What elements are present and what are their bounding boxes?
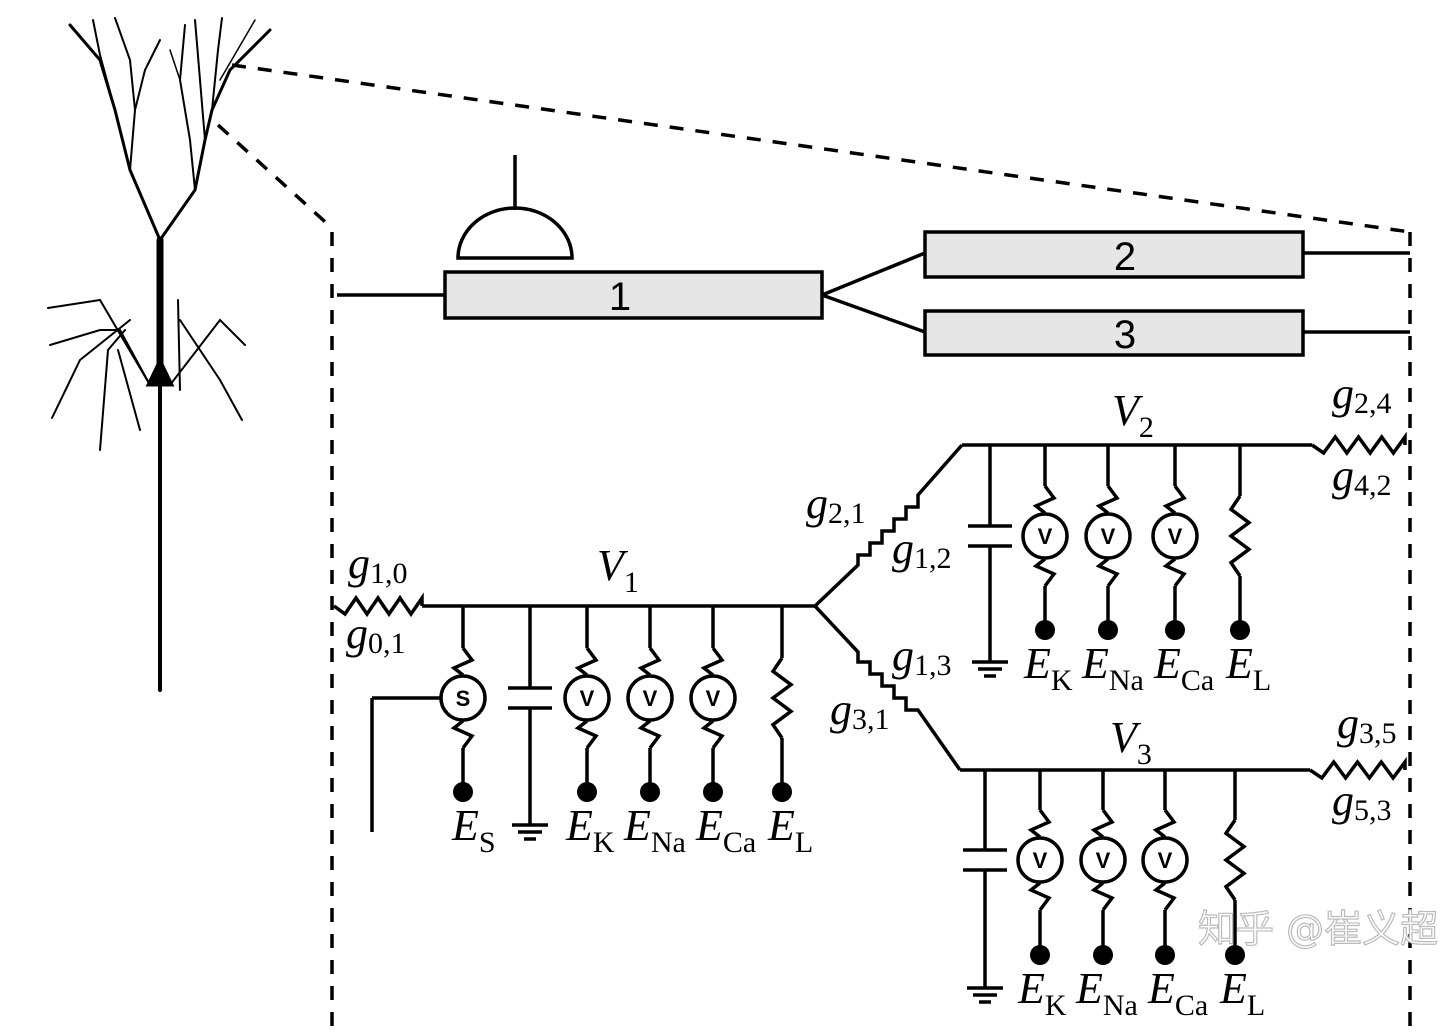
coupling-resistor-icon [813, 604, 962, 772]
variable-resistor-icon [637, 646, 662, 677]
eca-label-3: ECa [1147, 964, 1208, 1022]
variable-resistor-icon [700, 646, 725, 677]
terminal-dot [1230, 620, 1250, 640]
g01-label: g0,1 [346, 609, 406, 660]
compartment-2 [923, 230, 1305, 279]
g21-label: g2,1 [806, 479, 866, 530]
terminal-dot [1098, 620, 1118, 640]
voltage-gated-k-channel-symbol: V [580, 686, 595, 711]
zoom-indicator [216, 63, 1412, 1035]
voltage-gated-ca-channel-symbol: V [1168, 524, 1183, 549]
variable-resistor-icon [1095, 557, 1120, 588]
g31-label: g3,1 [830, 685, 890, 736]
variable-resistor-icon [1032, 557, 1057, 588]
terminal-dot [703, 782, 723, 802]
variable-resistor-icon [1162, 484, 1187, 515]
variable-resistor-icon [1032, 484, 1057, 515]
eca-label-1: ECa [695, 801, 756, 859]
compartment-1 [443, 270, 824, 320]
ena-label-1: ENa [623, 801, 686, 859]
variable-resistor-icon [637, 719, 662, 750]
g10-label: g1,0 [348, 539, 408, 590]
el-label-1: EL [767, 801, 813, 859]
voltage-gated-na-channel-icon [626, 674, 674, 722]
voltage-gated-na-channel-symbol: V [1101, 524, 1116, 549]
compartment-3-label: 3 [1114, 313, 1136, 357]
leak-resistor-icon [1223, 819, 1247, 901]
eca-label-2: ECa [1153, 639, 1214, 697]
variable-resistor-icon [1152, 808, 1177, 839]
terminal-dot [1155, 945, 1175, 965]
voltage-gated-na-channel-icon [1084, 512, 1132, 560]
coupling-resistor-icon [1309, 756, 1407, 781]
coupling-resistor-icon [813, 443, 964, 608]
compartment-2-label: 2 [1114, 235, 1136, 279]
g53-label: g5,3 [1332, 776, 1392, 827]
equivalent-circuit: S V V V V V V V V V [332, 431, 1407, 1004]
ek-label-1: EK [565, 801, 615, 859]
terminal-dot [453, 782, 473, 802]
voltage-gated-k-channel-icon [1016, 836, 1064, 884]
terminal-dot [1030, 945, 1050, 965]
voltage-gated-na-channel-icon [1079, 836, 1127, 884]
labels: V1 V2 V3 g1,0 g0,1 g2,1 g1,2 g1,3 g3,1 g… [346, 369, 1439, 1022]
variable-resistor-icon [450, 646, 475, 677]
variable-resistor-icon [1027, 881, 1052, 912]
terminal-dot [577, 782, 597, 802]
el-label-2: EL [1225, 639, 1271, 697]
compartment-1-label: 1 [609, 275, 631, 319]
terminal-dot [1165, 620, 1185, 640]
voltage-gated-k-channel-symbol: V [1033, 848, 1048, 873]
watermark: 知乎 @崔义超 [1198, 907, 1438, 951]
variable-resistor-icon [1090, 881, 1115, 912]
synaptic-channel-symbol: S [456, 686, 471, 711]
terminal-dot [1225, 945, 1245, 965]
terminal-dot [1035, 620, 1055, 640]
variable-resistor-icon [1090, 808, 1115, 839]
g24-label: g2,4 [1332, 369, 1392, 420]
voltage-gated-ca-channel-symbol: V [706, 686, 721, 711]
compartment-schematic: 1 2 3 [337, 155, 1410, 357]
ek-label-3: EK [1017, 964, 1067, 1022]
terminal-dot [640, 782, 660, 802]
synapse-icon [456, 206, 574, 260]
coupling-resistor-icon [1311, 431, 1407, 456]
voltage-gated-na-channel-symbol: V [643, 686, 658, 711]
voltage-gated-na-channel-symbol: V [1096, 848, 1111, 873]
el-label-3: EL [1219, 964, 1265, 1022]
g42-label: g4,2 [1332, 451, 1392, 502]
variable-resistor-icon [574, 719, 599, 750]
ena-label-2: ENa [1081, 639, 1144, 697]
voltage-gated-ca-channel-icon [1141, 836, 1189, 884]
leak-resistor-icon [1228, 495, 1252, 577]
coupling-resistor-icon [332, 592, 424, 618]
pyramidal-neuron-drawing [47, 17, 272, 692]
variable-resistor-icon [1027, 808, 1052, 839]
ek-label-2: EK [1023, 639, 1073, 697]
voltage-gated-ca-channel-icon [689, 674, 737, 722]
es-label: ES [451, 801, 496, 859]
variable-resistor-icon [574, 646, 599, 677]
voltage-gated-k-channel-icon [563, 674, 611, 722]
leak-resistor-icon [770, 657, 794, 739]
g13-label: g1,3 [892, 631, 952, 682]
terminal-dot [772, 782, 792, 802]
variable-resistor-icon [1162, 557, 1187, 588]
variable-resistor-icon [700, 719, 725, 750]
g35-label: g3,5 [1337, 699, 1397, 750]
ena-label-3: ENa [1075, 964, 1138, 1022]
voltage-gated-ca-channel-icon [1151, 512, 1199, 560]
g12-label: g1,2 [892, 524, 952, 575]
v1-label: V1 [597, 541, 639, 599]
voltage-gated-ca-channel-symbol: V [1158, 848, 1173, 873]
v2-label: V2 [1112, 386, 1154, 444]
v3-label: V3 [1110, 713, 1152, 771]
variable-resistor-icon [1152, 881, 1177, 912]
variable-resistor-icon [450, 719, 475, 750]
voltage-gated-k-channel-symbol: V [1038, 524, 1053, 549]
variable-resistor-icon [1095, 484, 1120, 515]
terminal-dot [1093, 945, 1113, 965]
voltage-gated-k-channel-icon [1021, 512, 1069, 560]
